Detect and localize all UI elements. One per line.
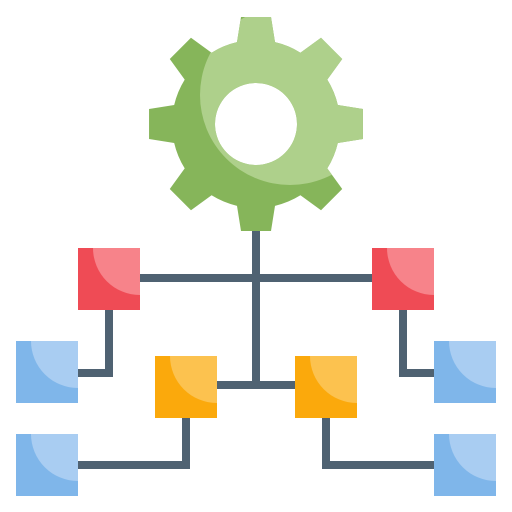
node-square-red-left [78, 248, 140, 310]
right-elbow-lower-line [322, 414, 438, 469]
right-elbow-upper-line [399, 304, 438, 377]
node-square-orange-left [155, 356, 217, 418]
node-square-red-right [372, 248, 434, 310]
connector-lines [74, 226, 438, 469]
node-square-blue-left-lower [16, 434, 78, 496]
node-square-orange-right [295, 356, 357, 418]
left-elbow-upper-line [74, 304, 113, 377]
gear-icon [149, 17, 363, 231]
gear-highlight [200, 17, 363, 185]
node-square-blue-right-upper [434, 341, 496, 403]
node-square-blue-left-upper [16, 341, 78, 403]
node-square-blue-right-lower [434, 434, 496, 496]
left-elbow-lower-line [74, 414, 190, 469]
